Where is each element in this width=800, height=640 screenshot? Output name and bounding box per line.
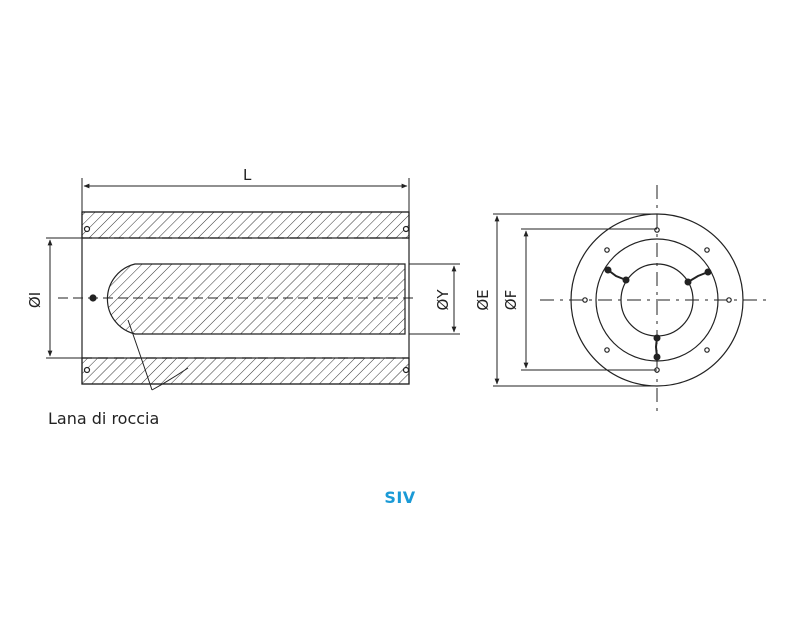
- flange-ring: [595, 238, 719, 362]
- side-view: [46, 178, 460, 391]
- leader-line-core: [127, 319, 153, 391]
- central-pod: [106, 263, 406, 335]
- dim-label-I: ØI: [26, 292, 44, 308]
- front-view: [493, 185, 772, 412]
- support-brackets: [604, 266, 712, 361]
- leader-line-band: [151, 367, 189, 391]
- dim-label-F: ØF: [502, 290, 520, 310]
- dim-label-L: L: [243, 166, 252, 184]
- dim-label-Y: ØY: [434, 289, 452, 311]
- bottom-insulation: [81, 357, 410, 385]
- material-label: Lana di roccia: [48, 409, 159, 428]
- top-insulation: [81, 211, 410, 239]
- model-code-label: SIV: [384, 488, 416, 507]
- dim-label-E: ØE: [474, 289, 492, 310]
